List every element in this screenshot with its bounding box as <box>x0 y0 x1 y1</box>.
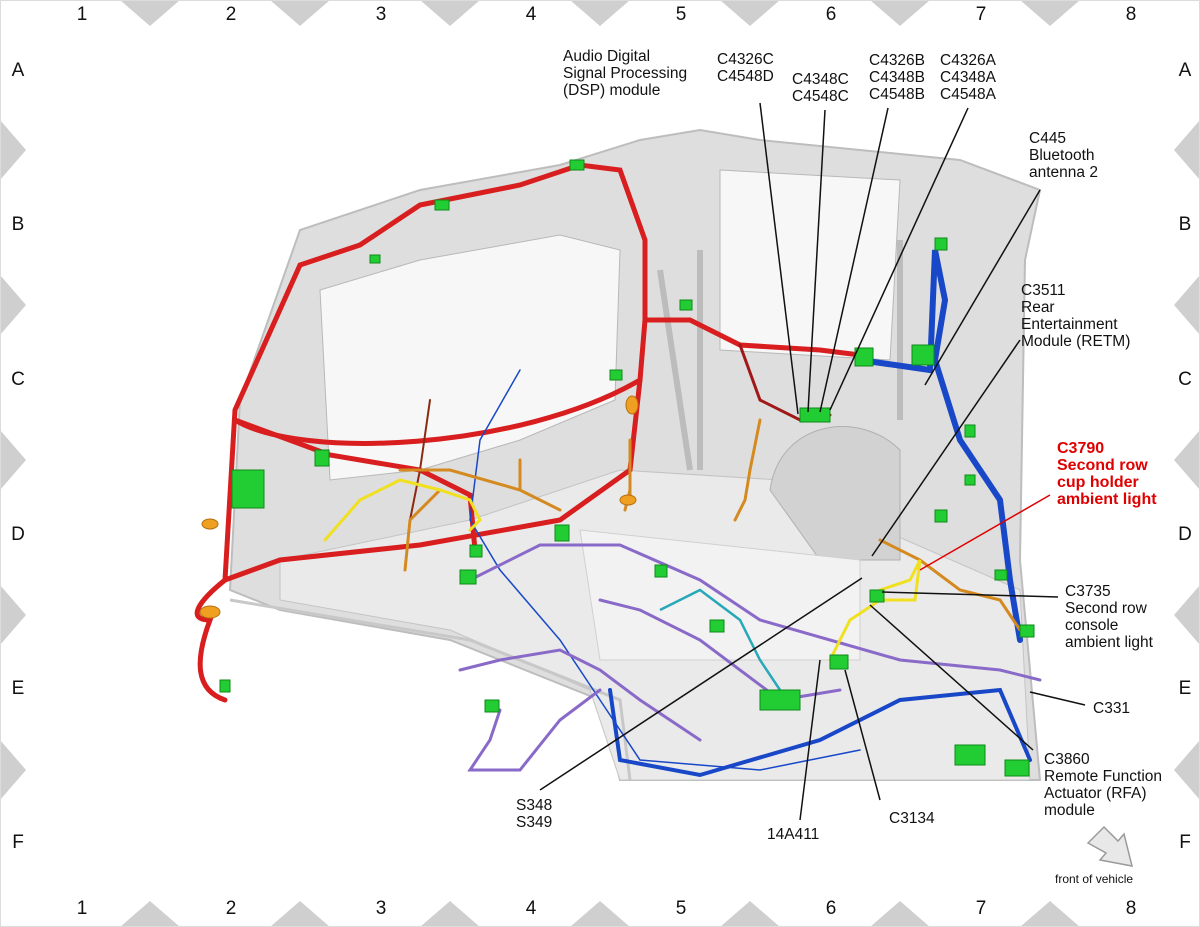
grid-row-left-b: B <box>11 214 25 235</box>
grid-col-top-6: 6 <box>825 4 837 25</box>
grid-col-bottom-6: 6 <box>825 898 837 919</box>
grid-col-bottom-5: 5 <box>675 898 687 919</box>
grid-row-left-f: F <box>12 832 24 853</box>
label-c4326c: C4326C C4548D <box>717 51 774 85</box>
label-c3735: C3735 Second row console ambient light <box>1065 583 1153 651</box>
grid-col-bottom-4: 4 <box>525 898 537 919</box>
front-arrow-icon <box>1086 825 1134 867</box>
harness-teal <box>659 588 782 691</box>
grid-row-right-a: A <box>1178 60 1192 81</box>
label-c3134: C3134 <box>889 810 935 827</box>
grid-row-left-d: D <box>11 524 25 545</box>
grommets <box>199 395 639 619</box>
label-c3860: C3860 Remote Function Actuator (RFA) mod… <box>1044 751 1163 819</box>
grid-row-right-b: B <box>1178 214 1192 235</box>
grid-col-bottom-3: 3 <box>375 898 387 919</box>
label-c4348c: C4348C C4548C <box>792 71 849 105</box>
grid-col-bottom-1: 1 <box>76 898 88 919</box>
grid-row-left-a: A <box>11 60 25 81</box>
grid-col-top-7: 7 <box>975 4 987 25</box>
grid-col-top-2: 2 <box>225 4 237 25</box>
label-dsp-module: Audio Digital Signal Processing (DSP) mo… <box>563 48 688 99</box>
grid-col-bottom-2: 2 <box>225 898 237 919</box>
grid-col-top-1: 1 <box>76 4 88 25</box>
grid-row-left-c: C <box>11 369 25 390</box>
label-s348: S348 S349 <box>516 797 553 831</box>
harness-yellow <box>323 478 922 662</box>
label-c3790: C3790 Second row cup holder ambient ligh… <box>1057 440 1157 508</box>
label-c331: C331 <box>1093 700 1131 717</box>
c3790-leader <box>919 494 1051 571</box>
grid-row-left-e: E <box>11 678 25 699</box>
label-c4326b: C4326B C4348B C4548B <box>869 52 926 103</box>
harness-blue <box>469 249 1032 778</box>
connectors <box>219 159 1035 777</box>
grid-col-top-3: 3 <box>375 4 387 25</box>
grid-col-top-4: 4 <box>525 4 537 25</box>
grid-col-top-8: 8 <box>1125 4 1137 25</box>
harness-orange <box>398 418 1022 632</box>
grid-col-bottom-8: 8 <box>1125 898 1137 919</box>
leader-lines <box>539 102 1086 821</box>
label-14a411: 14A411 <box>767 826 820 843</box>
label-c3511: C3511 Rear Entertainment Module (RETM) <box>1021 282 1131 350</box>
grid-row-right-f: F <box>1179 832 1191 853</box>
label-c4326a: C4326A C4348A C4548A <box>940 52 997 103</box>
grid-col-top-5: 5 <box>675 4 687 25</box>
front-of-vehicle-label: front of vehicle <box>1055 872 1134 886</box>
grid-row-right-c: C <box>1178 369 1192 390</box>
grid-col-bottom-7: 7 <box>975 898 987 919</box>
vehicle-body <box>228 128 1042 781</box>
label-c445: C445 Bluetooth antenna 2 <box>1029 130 1098 181</box>
grid-row-right-e: E <box>1178 678 1192 699</box>
grid-row-right-d: D <box>1178 524 1192 545</box>
